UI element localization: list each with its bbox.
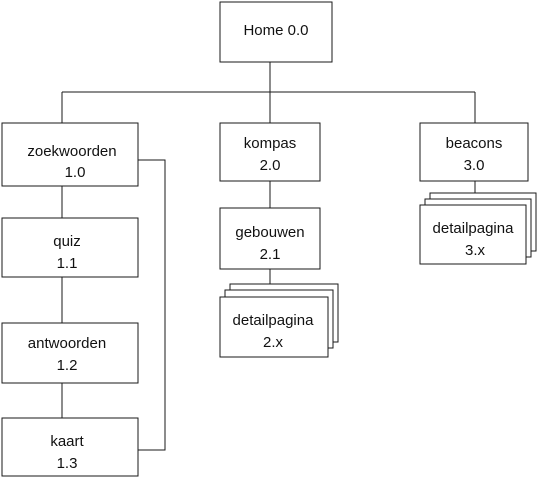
node-detail-3x-number: 3.x (465, 242, 486, 259)
page-stack-front (219, 296, 329, 358)
node-home-label: Home 0.0 (243, 22, 308, 39)
node-beacons-number: 3.0 (464, 157, 485, 174)
node-zoekwoorden-number: 1.0 (65, 164, 86, 181)
node-home: Home 0.0 (219, 1, 333, 63)
node-quiz: quiz 1.1 (1, 217, 139, 278)
node-gebouwen-label: gebouwen (235, 224, 304, 241)
node-kaart-label: kaart (50, 433, 84, 450)
node-kaart: kaart 1.3 (1, 417, 139, 477)
node-detail-2x-label: detailpagina (233, 312, 315, 329)
node-zoekwoorden-label: zoekwoorden (27, 143, 116, 160)
node-beacons: beacons 3.0 (419, 122, 529, 182)
node-beacons-label: beacons (446, 135, 503, 152)
node-kompas-label: kompas (244, 135, 297, 152)
node-kompas-number: 2.0 (260, 157, 281, 174)
node-antwoorden: antwoorden 1.2 (1, 322, 139, 384)
node-detail-3x-label: detailpagina (433, 220, 515, 237)
connector-zoekwoorden-kaart (138, 159, 166, 451)
node-quiz-label: quiz (53, 233, 81, 250)
node-antwoorden-label: antwoorden (28, 335, 106, 352)
node-antwoorden-number: 1.2 (57, 357, 78, 374)
node-kompas: kompas 2.0 (219, 122, 321, 182)
page-stack-front (419, 204, 527, 265)
node-detail-2x-number: 2.x (263, 334, 284, 351)
connectors (61, 62, 476, 451)
node-detail-3x: detailpagina 3.x (419, 192, 537, 265)
node-gebouwen: gebouwen 2.1 (219, 207, 321, 270)
node-gebouwen-number: 2.1 (260, 246, 281, 263)
node-quiz-number: 1.1 (57, 255, 78, 272)
node-detail-2x: detailpagina 2.x (219, 283, 339, 358)
node-zoekwoorden: zoekwoorden 1.0 (1, 122, 139, 187)
node-kaart-number: 1.3 (57, 455, 78, 472)
